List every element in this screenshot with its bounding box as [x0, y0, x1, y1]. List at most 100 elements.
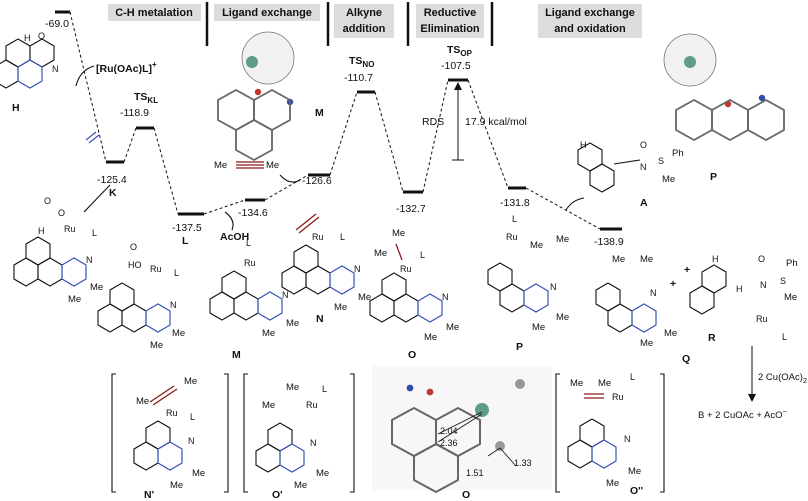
label-o-prime: O' — [272, 489, 283, 501]
n-n-atom: N — [354, 264, 361, 274]
o-ring-2 — [369, 293, 395, 323]
l-ring-1 — [109, 282, 135, 312]
rds-label: RDS — [422, 116, 444, 128]
connector-tskl-l — [153, 127, 179, 215]
h-oxygen: O — [38, 31, 45, 41]
l-me-2: Me — [172, 328, 185, 339]
label-o-dprime: O'' — [630, 485, 643, 497]
ru-reagent: [Ru(OAc)L]+ — [96, 60, 157, 75]
o3d-dist-line-1 — [437, 411, 483, 435]
q-me-a: Me — [612, 254, 625, 265]
barrier-arrowhead — [454, 82, 462, 90]
o-prime-ring-3 — [279, 443, 305, 473]
label-n-prime: N' — [144, 489, 154, 501]
o-prime-ring-2 — [255, 443, 281, 473]
o-prime-bracket-right — [350, 373, 355, 493]
h-ring-2 — [0, 59, 19, 89]
r-ring-2 — [689, 285, 715, 315]
label-a: A — [640, 197, 648, 209]
n-me-1: Me — [334, 302, 347, 313]
structure-m: L Ru N Me Me M — [209, 238, 299, 361]
header-bg-reductive-elimination — [416, 4, 484, 38]
a-oxygen: O — [640, 140, 647, 150]
m3d-cluster — [241, 31, 295, 85]
r-ph: Ph — [786, 258, 798, 269]
p-ring-2 — [499, 283, 525, 313]
energy-ts-op: -107.5 — [441, 60, 471, 72]
q-me-2: Me — [664, 328, 677, 339]
o-me-left: Me — [374, 248, 387, 259]
r-ru: Ru — [756, 314, 768, 324]
k-me-2: Me — [90, 282, 103, 293]
alkyne-me-right: Me — [266, 160, 279, 171]
header-bg-ligand-oxidation — [538, 4, 642, 38]
k-ring-4 — [61, 257, 87, 287]
k-o-top: O — [44, 196, 51, 206]
break-mark-2 — [88, 134, 100, 144]
o-prime-me-top: Me — [286, 382, 299, 393]
energy-m: -134.6 — [238, 207, 268, 219]
o-prime-n-atom: N — [310, 438, 317, 448]
o3d-dist-line-3 — [487, 447, 501, 457]
o3d-n-atom — [406, 384, 414, 392]
a-bond-co — [613, 159, 641, 165]
h-hydrogen: H — [24, 33, 31, 43]
o-dprime-bracket-left — [555, 373, 560, 493]
k-me-1: Me — [68, 294, 81, 305]
o-me-top: Me — [392, 228, 405, 239]
o-me-1: Me — [424, 332, 437, 343]
structure-q: Me Me N Me Me + Q — [595, 254, 690, 365]
r-hydrogen: H — [712, 254, 719, 264]
o-l-ligand: L — [420, 250, 425, 260]
energy-k: -125.4 — [97, 174, 127, 186]
n-l-ligand: L — [340, 232, 345, 242]
ts-no-label: TSNO — [349, 55, 374, 69]
header-alkyne-line2: addition — [343, 23, 386, 35]
a-ph: Ph — [672, 148, 684, 159]
alkyne-arrow — [279, 174, 301, 183]
structure-k: O O Ru L H N Me Me — [13, 184, 111, 305]
r-h-blue: H — [736, 284, 743, 294]
q-plus: + — [670, 278, 676, 290]
structure-o: Me Me Ru L N Me Me O — [369, 228, 459, 361]
structure-l: O HO Ru L N Me Me — [97, 242, 185, 351]
n-prime-bracket-right — [224, 373, 229, 493]
n-alkyne-1 — [295, 213, 317, 231]
k-l-ligand: L — [92, 228, 97, 238]
alkyne-me-left: Me — [214, 160, 227, 171]
k-o-second: O — [58, 208, 65, 218]
p-l-ligand: L — [512, 214, 517, 224]
o-dprime-me-right: Me — [598, 378, 611, 389]
header-ligand-exchange: Ligand exchange — [222, 7, 312, 19]
m-me-2: Me — [286, 318, 299, 329]
p-ru: Ru — [506, 232, 518, 242]
energy-final: -138.9 — [594, 236, 624, 248]
ru-reagent-arrow — [75, 65, 95, 87]
o-dprime-me-2: Me — [628, 466, 641, 477]
r-ring-1 — [701, 264, 727, 294]
l-n-atom: N — [170, 300, 177, 310]
r-l-ligand: L — [782, 332, 787, 342]
p-n-atom: N — [550, 282, 557, 292]
p-me-b: Me — [556, 234, 569, 245]
a-me: Me — [662, 174, 675, 185]
k-n-atom: N — [86, 255, 93, 265]
m-ring-1 — [221, 270, 247, 300]
label-o-3d: O — [462, 489, 470, 501]
break-mark-1 — [85, 131, 97, 141]
header-bg-alkyne-addition — [334, 4, 394, 38]
n-me-2: Me — [358, 292, 371, 303]
label-p: P — [516, 341, 523, 353]
q-ring-2 — [607, 303, 633, 333]
o-prime-ru: Ru — [306, 400, 318, 410]
m-l-ligand: L — [246, 238, 251, 248]
ts-op-label: TSOP — [447, 44, 473, 58]
m-ring-2 — [209, 291, 235, 321]
n-prime-me-2: Me — [192, 468, 205, 479]
n-prime-ring-1 — [145, 420, 171, 450]
k-hydrogen: H — [38, 226, 45, 236]
h-nitrogen: N — [52, 64, 59, 74]
m3d-o-atom — [254, 88, 262, 96]
o-me-2: Me — [446, 322, 459, 333]
o3d-backdrop — [372, 366, 552, 490]
